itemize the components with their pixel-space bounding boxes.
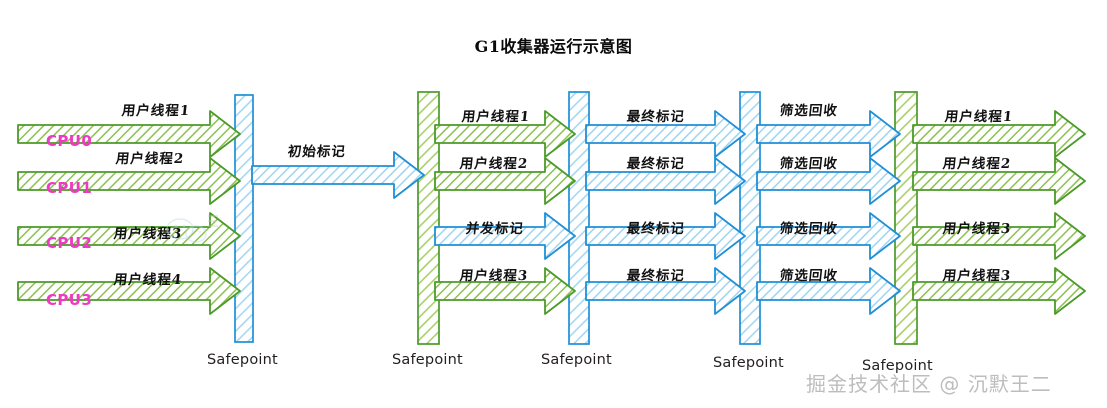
- safepoint-2-bar: [417, 91, 440, 345]
- phase-final-mark-label-2: 最终标记: [625, 221, 686, 237]
- phase-final-mark-label-0: 最终标记: [625, 109, 686, 125]
- phase-user-threads-2-arrow-1: [912, 157, 1086, 205]
- phase-concurrent-mark-arrow-1: [434, 157, 576, 205]
- safepoint-5-bar: [894, 91, 918, 345]
- cpu-axis-label-1: CPU1: [46, 179, 93, 197]
- phase-concurrent-mark-label-0: 用户线程1: [460, 109, 532, 125]
- phase-initial-mark-arrow-0: [251, 151, 425, 199]
- phase-final-mark-arrow-2: [585, 212, 746, 260]
- phase-final-mark-arrow-1: [585, 157, 746, 205]
- phase-final-mark: [585, 110, 746, 315]
- phase-user-threads-2-label-0: 用户线程1: [943, 109, 1015, 125]
- cpu-axis-label-2: CPU2: [46, 234, 93, 252]
- phase-user-threads-2-label-3: 用户线程3: [941, 268, 1013, 284]
- phase-evacuation-label-2: 筛选回收: [778, 221, 839, 237]
- phase-concurrent-mark-arrow-0: [434, 110, 576, 158]
- phase-user-threads-1: [17, 110, 241, 315]
- safepoint-2-label: Safepoint: [392, 352, 463, 368]
- phase-evacuation-label-1: 筛选回收: [778, 156, 839, 172]
- phase-user-threads-2-label-1: 用户线程2: [941, 156, 1013, 172]
- page-title: G1收集器运行示意图: [474, 37, 633, 56]
- safepoint-bars-layer: [234, 91, 918, 345]
- phase-initial-mark: [251, 151, 425, 199]
- phase-final-mark-label-1: 最终标记: [625, 156, 686, 172]
- phase-arrows-layer: [17, 110, 1086, 315]
- phase-user-threads-1-label-1: 用户线程2: [114, 151, 186, 167]
- phase-final-mark-label-3: 最终标记: [625, 268, 686, 284]
- safepoint-4-label: Safepoint: [713, 355, 784, 371]
- phase-evacuation-arrow-3: [756, 267, 901, 315]
- phase-evacuation-arrow-0: [756, 110, 901, 158]
- cpu-axis-label-0: CPU0: [46, 132, 93, 150]
- phase-user-threads-1-arrow-2: [17, 212, 241, 260]
- phase-concurrent-mark: [434, 110, 576, 315]
- phase-user-threads-2: [912, 110, 1086, 315]
- phase-user-threads-1-arrow-3: [17, 267, 241, 315]
- safepoint-3-bar: [568, 91, 590, 345]
- safepoint-3-label: Safepoint: [541, 352, 612, 368]
- phase-evacuation-arrow-2: [756, 212, 901, 260]
- phase-concurrent-mark-label-1: 用户线程2: [458, 156, 530, 172]
- phase-user-threads-1-label-3: 用户线程4: [112, 272, 184, 288]
- safepoint-5-label: Safepoint: [862, 358, 933, 374]
- phase-user-threads-1-arrow-0: [17, 110, 241, 158]
- phase-evacuation: [756, 110, 901, 315]
- phase-user-threads-2-arrow-2: [912, 212, 1086, 260]
- phase-user-threads-2-arrow-0: [912, 110, 1086, 158]
- safepoint-1-label: Safepoint: [207, 352, 278, 368]
- phase-evacuation-arrow-1: [756, 157, 901, 205]
- phase-final-mark-arrow-0: [585, 110, 746, 158]
- phase-user-threads-2-arrow-3: [912, 267, 1086, 315]
- phase-final-mark-arrow-3: [585, 267, 746, 315]
- site-watermark: 掘金技术社区 @ 沉默王二: [806, 372, 1052, 396]
- safepoint-4-bar: [739, 91, 761, 345]
- phase-user-threads-1-label-2: 用户线程3: [112, 226, 184, 242]
- phase-user-threads-1-arrow-1: [17, 157, 241, 205]
- phase-concurrent-mark-label-3: 用户线程3: [458, 268, 530, 284]
- cpu-axis-label-3: CPU3: [46, 291, 93, 309]
- phase-evacuation-label-3: 筛选回收: [778, 268, 839, 284]
- safepoint-1-bar: [234, 94, 254, 343]
- phase-concurrent-mark-label-2: 并发标记: [464, 221, 525, 237]
- phase-evacuation-label-0: 筛选回收: [778, 103, 839, 119]
- phase-user-threads-2-label-2: 用户线程3: [941, 221, 1013, 237]
- phase-concurrent-mark-arrow-2: [434, 212, 576, 260]
- phase-initial-mark-label-0: 初始标记: [286, 144, 347, 160]
- phase-concurrent-mark-arrow-3: [434, 267, 576, 315]
- phase-user-threads-1-label-0: 用户线程1: [120, 103, 192, 119]
